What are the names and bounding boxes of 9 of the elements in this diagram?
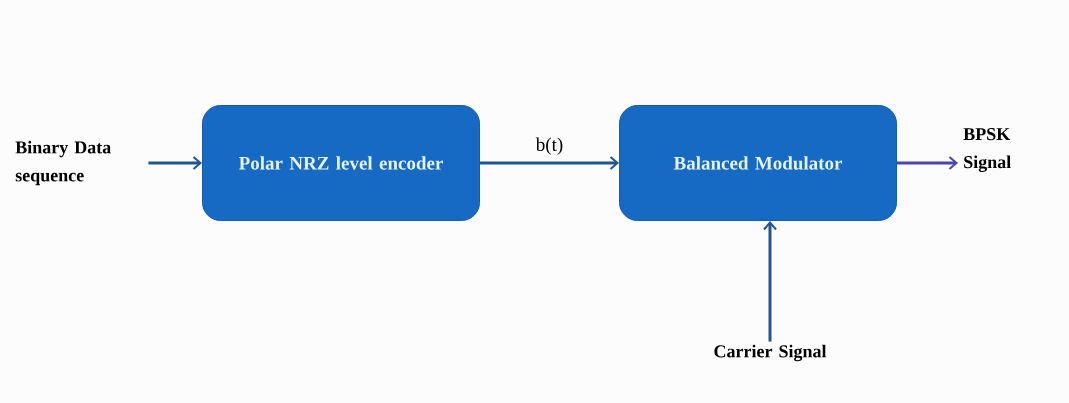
- signal-label: BPSK Signal: [963, 128, 1011, 172]
- arrow: [480, 156, 619, 170]
- arrow: [897, 156, 958, 170]
- arrow: [148, 156, 202, 170]
- process-box: Polar NRZ level encoder: [202, 105, 480, 221]
- signal-label: Binary Data sequence: [15, 140, 111, 186]
- process-box: Balanced Modulator: [619, 105, 897, 221]
- arrow: [763, 221, 777, 342]
- signal-label: Carrier Signal: [714, 344, 827, 362]
